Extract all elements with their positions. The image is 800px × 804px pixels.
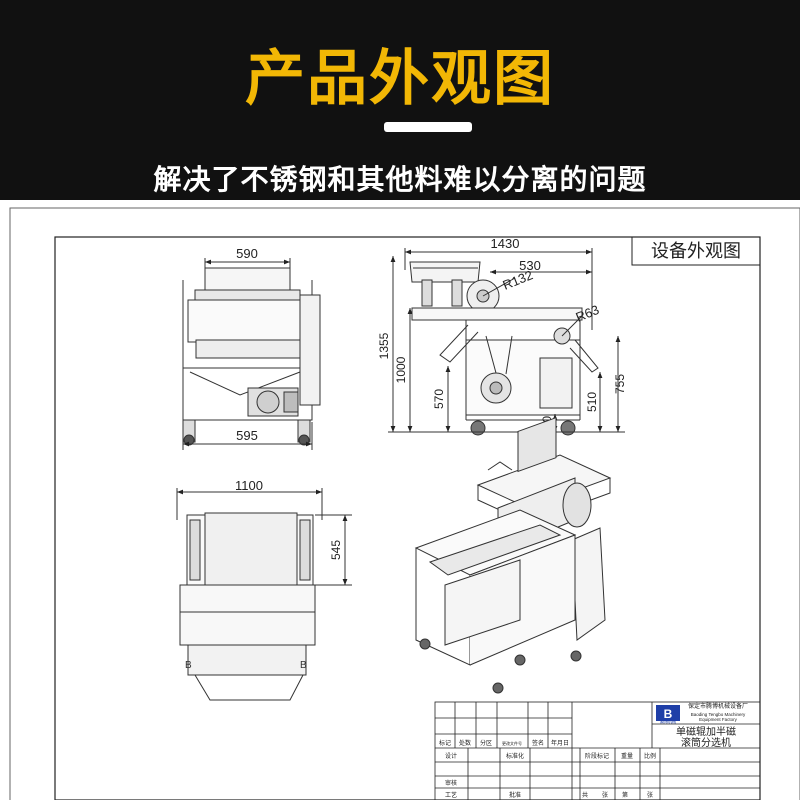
dim-595: 595: [236, 428, 258, 443]
tb-zhongliang: 重量: [621, 752, 633, 760]
tb-biaozhunhua: 标准化: [506, 752, 524, 760]
page-title: 产品外观图: [245, 44, 555, 114]
tb-zhang2: 张: [647, 791, 653, 799]
dim-1100: 1100: [235, 478, 263, 493]
dim-590: 590: [236, 246, 258, 261]
dim-530: 530: [519, 258, 541, 273]
tb-gongyi: 工艺: [445, 791, 457, 799]
dim-510: 510: [585, 392, 599, 412]
tb-fenqu: 分区: [480, 739, 492, 747]
title-underline: [384, 122, 472, 132]
engineering-drawing: 设备外观图 590 595: [0, 200, 800, 804]
tb-di: 第: [622, 791, 628, 799]
drawing-svg: 设备外观图 590 595: [9, 207, 800, 804]
logo-mark: B: [664, 707, 673, 721]
logo-text: 腾博机械: [660, 718, 676, 724]
drawing-label: 设备外观图: [651, 241, 741, 262]
side-view: [388, 248, 625, 436]
label-box: [631, 236, 761, 266]
svg-text:B: B: [300, 660, 307, 671]
tb-qianming: 签名: [532, 739, 544, 747]
tb-zhang1: 张: [602, 791, 608, 799]
company-en-1: Baoding Tengbo Machinery: [691, 712, 746, 717]
dim-1000: 1000: [394, 356, 408, 383]
dim-1430: 1430: [491, 236, 520, 251]
tb-gengai: 更改文件号: [502, 740, 522, 746]
tb-jieduan: 阶段标记: [585, 752, 609, 760]
header-banner: 产品外观图 解决了不锈钢和其他料难以分离的问题: [0, 0, 800, 200]
tb-shenhe: 审核: [445, 779, 457, 787]
tb-gong: 共: [582, 791, 588, 799]
company-name: 保定市腾博机械设备厂: [688, 702, 748, 710]
page-subtitle: 解决了不锈钢和其他料难以分离的问题: [153, 163, 647, 196]
tb-biaoji: 标记: [439, 739, 451, 747]
tb-nian: 年月日: [551, 739, 569, 747]
product-name-2: 滚筒分选机: [681, 736, 731, 749]
tb-sheji: 设计: [445, 752, 457, 760]
dim-545: 545: [329, 540, 343, 560]
dim-570: 570: [432, 389, 446, 409]
product-name-1: 单磁辊加半磁: [676, 725, 736, 738]
front-view: [182, 258, 321, 450]
tb-bili: 比例: [644, 752, 656, 760]
company-en-2: Equipment Factory: [699, 717, 738, 722]
isometric-view: [414, 416, 612, 694]
paper-border: [9, 207, 800, 804]
dim-755: 755: [613, 374, 627, 394]
top-view: B B: [176, 488, 352, 701]
tb-pizhun: 批准: [509, 791, 521, 799]
dim-r132: R132: [501, 267, 535, 293]
drawing-frame: [54, 236, 761, 801]
dim-r63: R63: [574, 302, 602, 325]
tb-chushu: 处数: [459, 739, 471, 747]
svg-text:B: B: [185, 660, 192, 671]
dim-1355: 1355: [377, 332, 391, 359]
